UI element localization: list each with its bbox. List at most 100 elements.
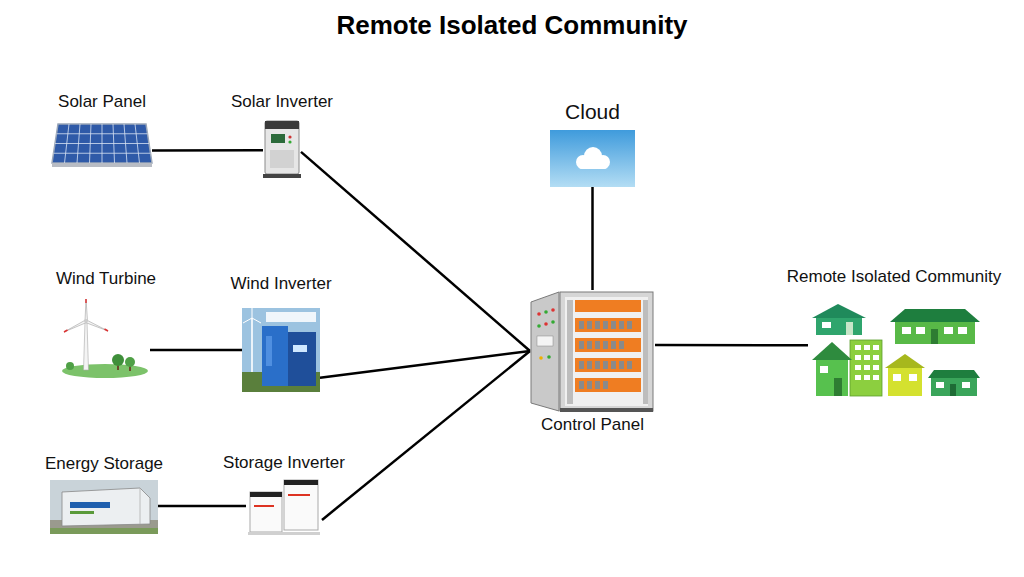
component-node: Control Panel xyxy=(530,290,655,412)
wind-inverter-art xyxy=(242,308,320,392)
solar-panel-art xyxy=(52,124,152,167)
solar-panel-art-part xyxy=(54,153,151,154)
connector-line xyxy=(152,149,263,152)
houses-art-part xyxy=(958,327,967,334)
control-panel-art-part xyxy=(579,321,584,329)
wind-turbine-art-part xyxy=(86,320,109,331)
storage-inverter-art xyxy=(248,480,320,535)
control-panel-art-part xyxy=(611,321,616,329)
cloud-art-part xyxy=(550,130,635,187)
wind-inverter-art-part xyxy=(243,318,252,323)
connector-line xyxy=(655,344,808,347)
control-panel-art-part xyxy=(619,341,624,349)
solar-panel-art-part xyxy=(57,133,148,134)
houses-art-part xyxy=(822,322,831,328)
solar-panel-art-part xyxy=(55,143,149,144)
houses-art-part xyxy=(816,360,848,396)
houses-art-part xyxy=(864,375,870,380)
control-panel-art-part xyxy=(627,361,632,369)
component-node: Remote Isolated Community xyxy=(808,303,980,397)
wind-inverter-art-part xyxy=(266,336,272,366)
houses-art-part xyxy=(895,322,975,344)
control-panel-art-part xyxy=(551,308,555,312)
energy-storage-art-part xyxy=(140,488,141,524)
control-panel-art-part xyxy=(537,324,541,328)
control-panel-art-part xyxy=(531,292,559,411)
energy-storage-art-part xyxy=(70,511,94,514)
solar-inverter-art-part xyxy=(265,121,299,129)
connector-line xyxy=(320,351,530,378)
wind-turbine-art-part xyxy=(105,329,109,331)
wind-inverter-art-part xyxy=(251,318,253,372)
control-panel-art-part xyxy=(587,321,592,329)
storage-inverter-art-part xyxy=(250,492,282,497)
control-panel-art-part xyxy=(544,322,548,326)
control-panel-art-part xyxy=(603,381,608,389)
control-panel-art-part xyxy=(539,356,543,360)
control-panel-art-part xyxy=(643,300,648,404)
wind-turbine-art-part xyxy=(64,320,87,332)
houses-art-part xyxy=(909,374,917,381)
wind-inverter-art-part xyxy=(252,308,253,318)
component-node: Wind Turbine xyxy=(62,298,150,378)
wind-turbine-art-part xyxy=(64,330,68,332)
cloud-art xyxy=(550,130,635,187)
wind-turbine-art-part xyxy=(85,299,87,303)
control-panel-art-part xyxy=(603,341,608,349)
houses-art-part xyxy=(902,327,911,334)
wind-turbine-art-part xyxy=(85,299,88,321)
control-panel-art-part xyxy=(587,361,592,369)
control-panel-art-part xyxy=(575,300,641,312)
houses-art-part xyxy=(855,365,861,370)
energy-storage-art-part xyxy=(50,528,158,534)
control-panel-art-part xyxy=(619,361,624,369)
control-panel-art-part xyxy=(595,381,600,389)
houses-art-part xyxy=(820,366,828,373)
control-panel-art-part xyxy=(565,297,648,406)
houses-art-part xyxy=(850,340,882,396)
component-label: Solar Panel xyxy=(58,92,146,112)
component-label: Wind Turbine xyxy=(56,269,156,289)
houses-art-part xyxy=(962,382,970,388)
houses-art-part xyxy=(873,375,879,380)
control-panel-art-part xyxy=(560,408,653,412)
houses-art-part xyxy=(864,365,870,370)
solar-panel-art-part xyxy=(52,163,152,167)
houses-art-part xyxy=(855,355,861,360)
component-label: Storage Inverter xyxy=(223,453,345,473)
solar-inverter-art-part xyxy=(288,140,291,143)
control-panel-art-part xyxy=(587,341,592,349)
control-panel-art-part xyxy=(575,338,641,352)
storage-inverter-art-part xyxy=(288,494,310,496)
wind-inverter-art-part xyxy=(288,332,316,386)
wind-inverter-art-part xyxy=(266,312,316,322)
houses-art-part xyxy=(944,327,953,334)
wind-inverter-art-part xyxy=(242,308,320,392)
wind-inverter-art-part xyxy=(252,318,261,323)
houses-art-part xyxy=(864,345,870,350)
control-panel-art-part xyxy=(537,312,541,316)
houses-art-part xyxy=(931,378,977,396)
control-panel-art-part xyxy=(595,321,600,329)
houses-art-part xyxy=(888,368,922,396)
houses-art-part xyxy=(855,345,879,380)
wind-turbine-art-part xyxy=(84,322,89,370)
wind-inverter-art-part xyxy=(293,345,307,352)
storage-inverter-art-part xyxy=(284,480,318,530)
control-panel-art-part xyxy=(579,341,584,349)
connector-line xyxy=(150,349,242,352)
control-panel-art-part xyxy=(575,358,641,372)
control-panel-art-part xyxy=(537,336,553,346)
component-node: Storage Inverter xyxy=(246,477,322,535)
control-panel-art xyxy=(531,292,653,412)
houses-art-part xyxy=(931,329,938,344)
energy-storage-art-part xyxy=(70,502,110,508)
control-panel-art-part xyxy=(579,361,584,369)
control-panel-art-part xyxy=(627,321,632,329)
connector-line xyxy=(158,505,246,508)
solar-inverter-art-part xyxy=(263,174,301,178)
control-panel-art-part xyxy=(547,355,551,359)
solar-panel-art-part xyxy=(54,124,151,163)
solar-inverter-art-part xyxy=(271,134,285,143)
houses-art-part xyxy=(855,375,861,380)
